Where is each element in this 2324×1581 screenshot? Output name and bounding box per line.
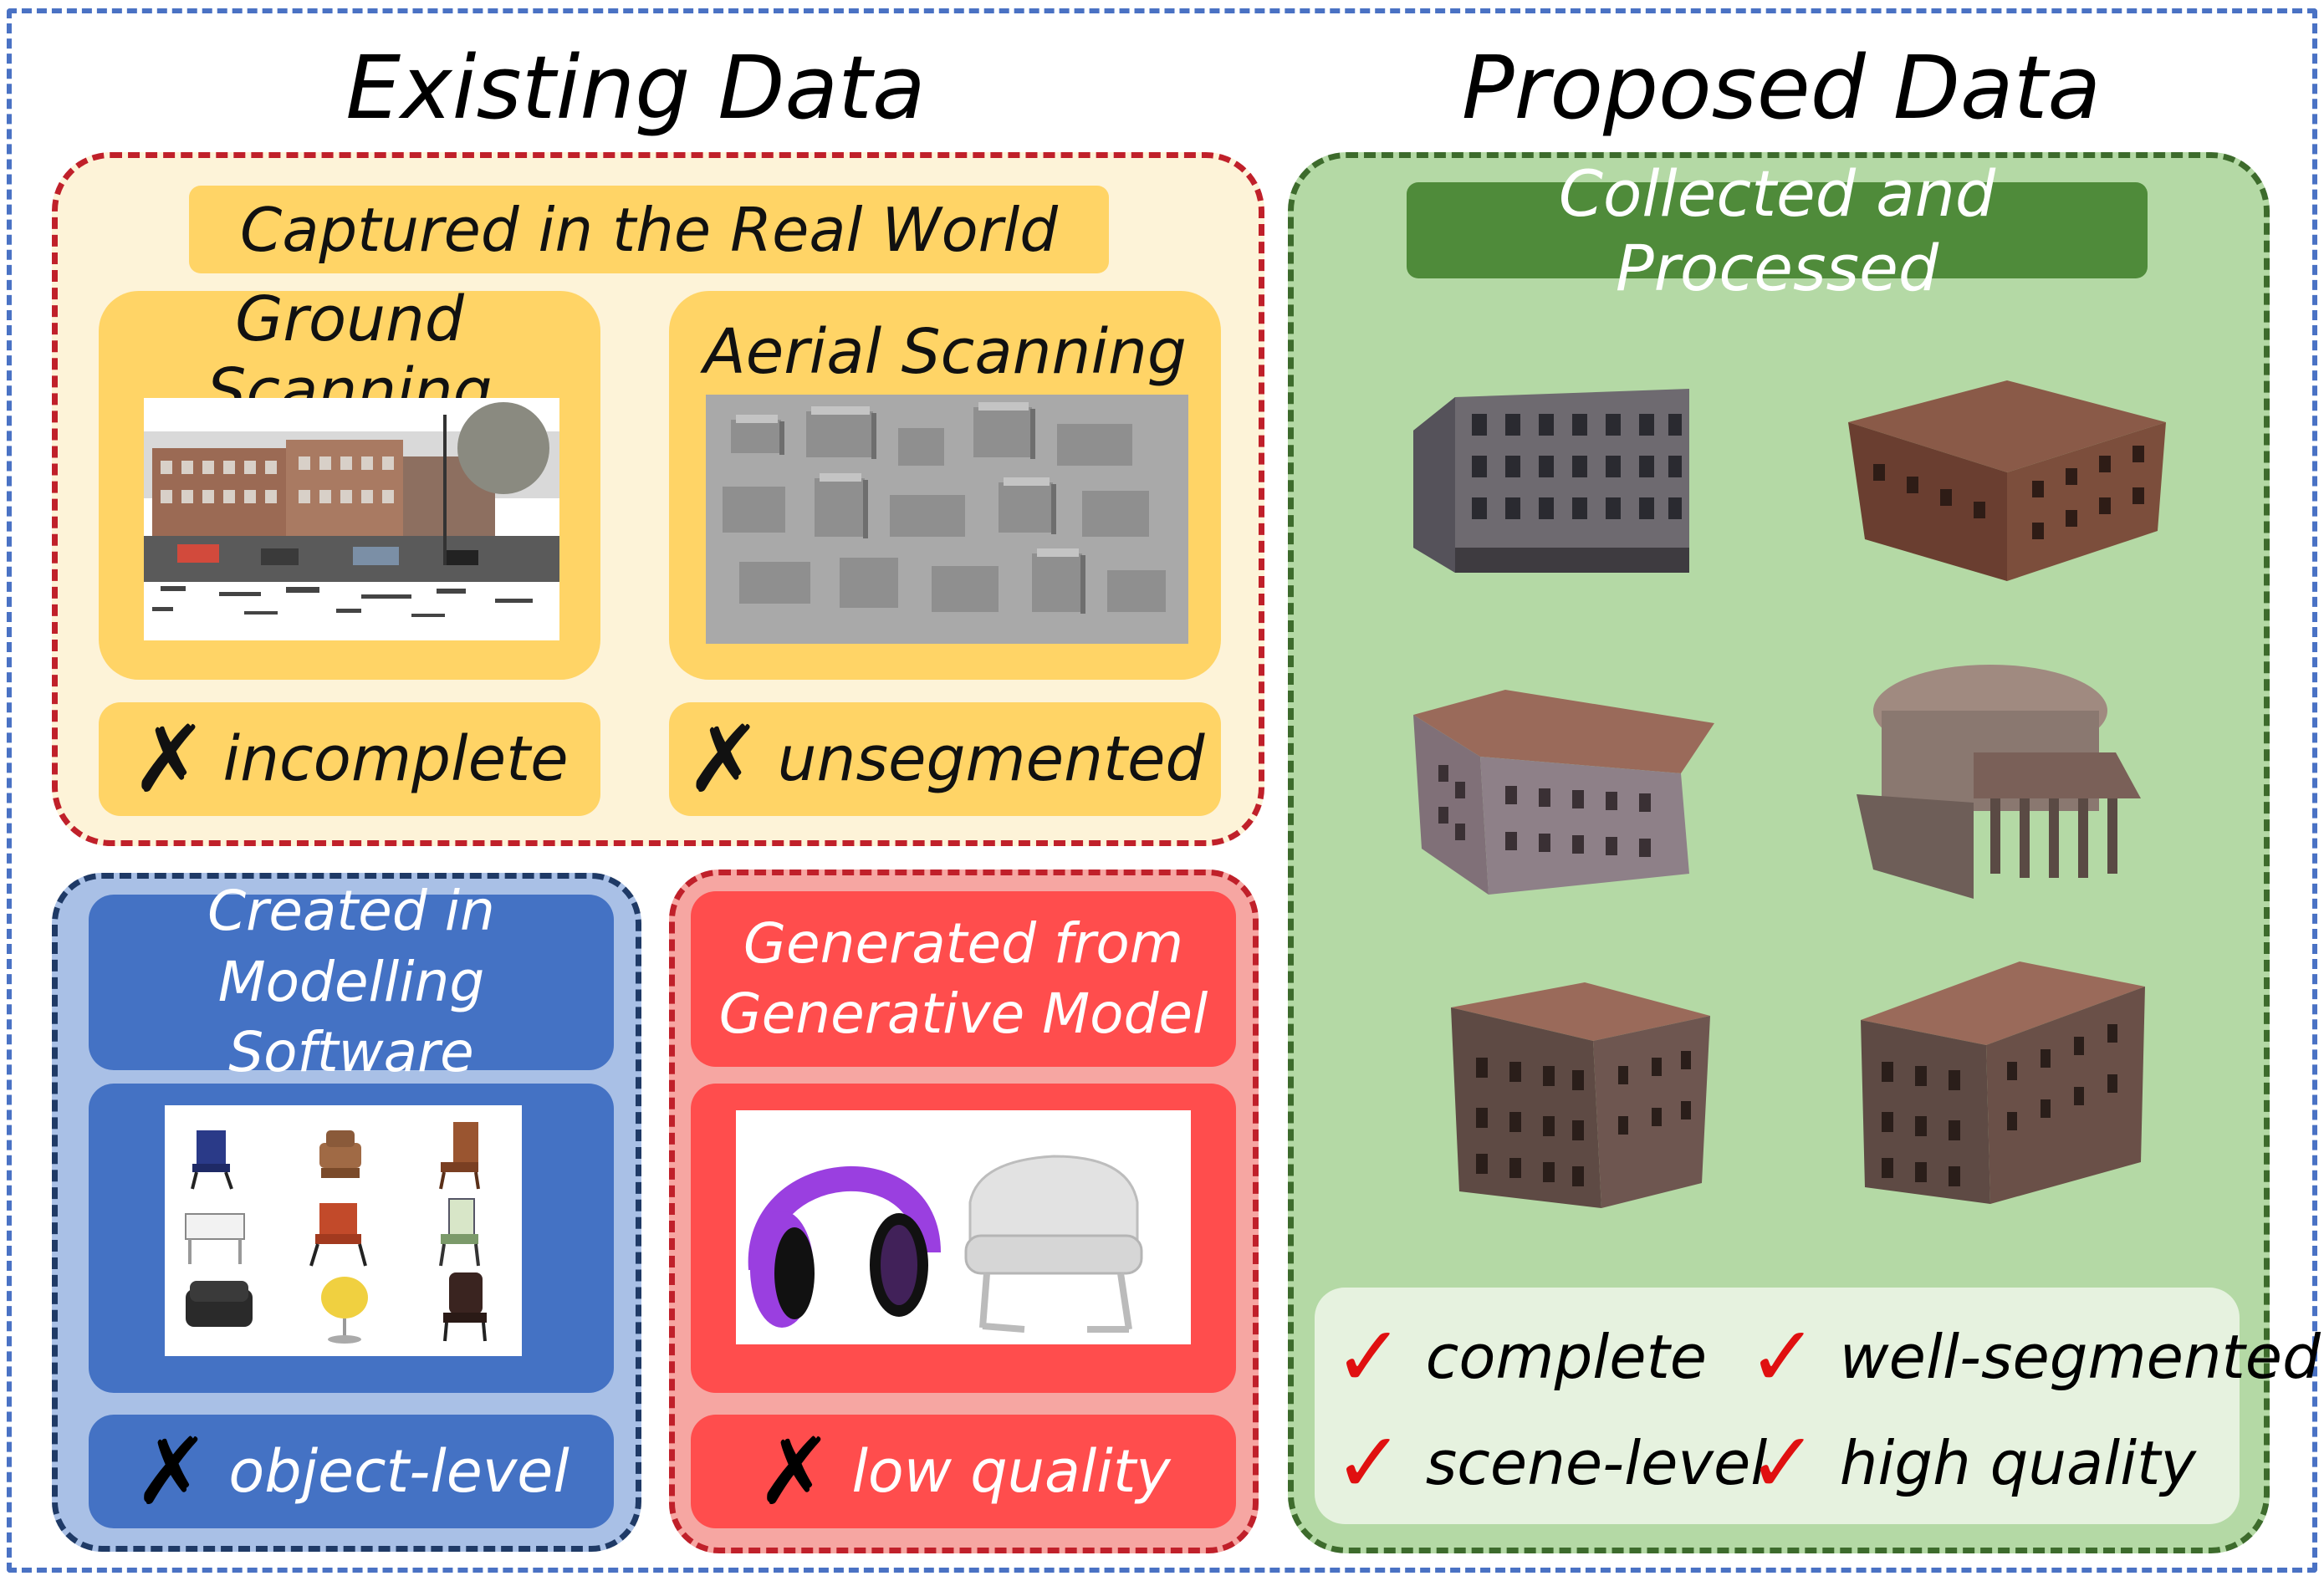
modelling-title-line1: Created in (207, 879, 495, 944)
building-render (1852, 953, 2153, 1212)
check-mark-icon: ✓ (1334, 1308, 1404, 1405)
building-render (1405, 380, 1706, 581)
con-object-level: ✗ object-level (89, 1415, 614, 1528)
pro-high-quality: ✓ high quality (1748, 1417, 2241, 1509)
proposed-data-heading: Proposed Data (1461, 37, 2102, 139)
chairs-image (165, 1105, 522, 1356)
outer-frame (7, 8, 2317, 1573)
x-mark-icon: ✗ (756, 1418, 834, 1525)
con-incomplete-label: incomplete (222, 723, 569, 795)
ground-scanning-image (144, 398, 559, 640)
ground-scanning-title: Ground Scanning (207, 283, 493, 427)
pro-complete-label: complete (1425, 1322, 1708, 1392)
x-mark-icon: ✗ (130, 706, 208, 813)
generative-model-title: Generated from Generative Model (691, 891, 1236, 1067)
modelling-title-line2: Modelling Software (217, 949, 485, 1085)
pro-well-segmented-label: well-segmented (1839, 1322, 2321, 1392)
building-render (1848, 660, 2149, 903)
building-render (1840, 372, 2174, 589)
pro-well-segmented: ✓ well-segmented (1748, 1308, 2321, 1405)
con-unsegmented-label: unsegmented (777, 723, 1205, 795)
check-mark-icon: ✓ (1748, 1414, 1818, 1512)
generative-title-line2: Generative Model (718, 982, 1208, 1046)
pro-high-quality-label: high quality (1839, 1428, 2196, 1498)
modelling-software-title: Created in Modelling Software (89, 879, 614, 1084)
x-mark-icon: ✗ (685, 706, 763, 813)
generated-objects-image (736, 1110, 1191, 1344)
proposed-title: Collected and Processed (1407, 156, 2148, 305)
aerial-scanning-title: Aerial Scanning (703, 316, 1187, 388)
check-mark-icon: ✓ (1334, 1414, 1404, 1512)
check-mark-icon: ✓ (1748, 1308, 1818, 1405)
real-world-title: Captured in the Real World (189, 186, 1109, 273)
building-render (1443, 974, 1719, 1216)
con-incomplete: ✗ incomplete (99, 702, 600, 816)
con-unsegmented: ✗ unsegmented (669, 702, 1221, 816)
building-render (1405, 681, 1723, 903)
pro-scene-level: ✓ scene-level (1334, 1414, 1767, 1512)
con-object-level-label: object-level (228, 1437, 570, 1506)
pro-complete: ✓ complete (1334, 1311, 1752, 1403)
aerial-scanning-image (706, 395, 1188, 644)
con-low-quality: ✗ low quality (691, 1415, 1236, 1528)
con-low-quality-label: low quality (851, 1437, 1171, 1506)
generative-title-line1: Generated from (743, 910, 1184, 976)
existing-data-heading: Existing Data (345, 37, 926, 139)
pros-box (1315, 1288, 2240, 1524)
pro-scene-level-label: scene-level (1425, 1428, 1768, 1498)
x-mark-icon: ✗ (133, 1418, 211, 1525)
